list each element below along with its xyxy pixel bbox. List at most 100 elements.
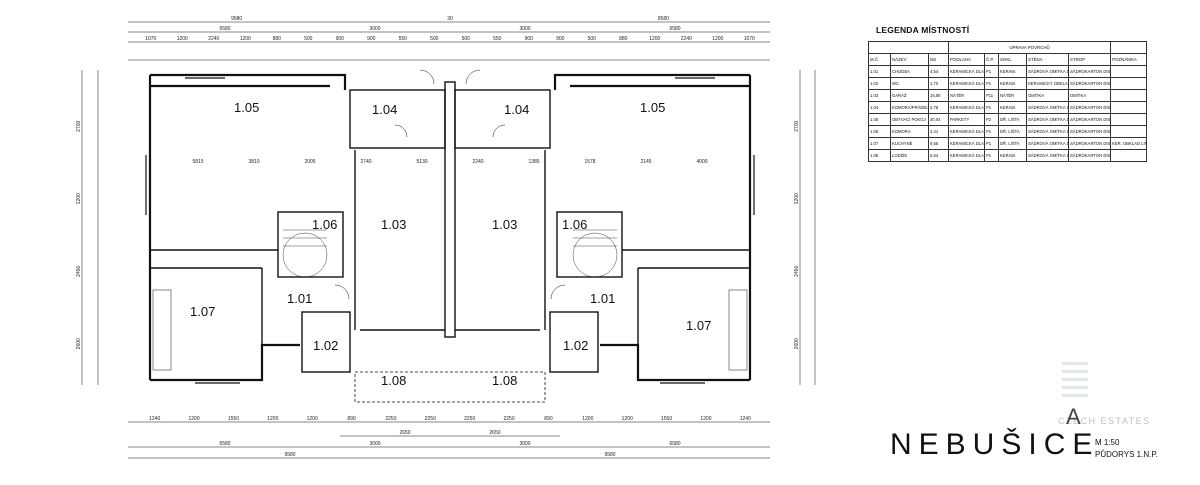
drawing-scale: M 1:50 xyxy=(1095,438,1120,447)
dimension-label: 6580 xyxy=(669,441,680,447)
dimension-label: 1200 xyxy=(189,416,200,422)
legend-column-header: M2 xyxy=(928,53,949,66)
legend-cell xyxy=(1110,77,1148,90)
legend-cell: DŘ. LIŠTA xyxy=(998,125,1027,138)
legend-cell: DŘ. LIŠTA xyxy=(998,137,1027,150)
dimension-label: 1200 xyxy=(267,416,278,422)
dimension-label: 1200 xyxy=(712,36,723,42)
legend-cell: SÁDROVÁ OMÍTKA DISP. NÁTĚR xyxy=(1026,125,1069,138)
legend-cell: 2,78 xyxy=(928,101,949,114)
legend-cell: SÁDROVÁ OMÍTKA DISP. NÁTĚR xyxy=(1026,137,1069,150)
room-label: 1.06 xyxy=(312,217,337,232)
dimension-label: 2240 xyxy=(681,36,692,42)
legend-cell: SÁDROVÁ OMÍTKA DISP. NÁTĚR xyxy=(1026,149,1069,162)
legend-cell: SÁDROVÁ OMÍTKA DISP. NÁTĚR xyxy=(1026,65,1069,78)
top-dimension-lines xyxy=(128,21,770,61)
legend-cell xyxy=(1110,125,1148,138)
legend-cell: NÁTĚR xyxy=(998,89,1027,102)
legend-cell xyxy=(1110,149,1148,162)
dimension-label: 2600 xyxy=(76,338,82,349)
legend-cell: 1.04 xyxy=(868,101,891,114)
dimension-label: 2005 xyxy=(304,159,315,165)
legend-cell: KER. OBKLAD LIN. LINKOU xyxy=(1110,137,1148,150)
dimension-label: 880 xyxy=(273,36,282,42)
room-label: 1.06 xyxy=(562,217,587,232)
room-label: 1.08 xyxy=(381,373,406,388)
dimension-label: 1200 xyxy=(240,36,251,42)
dimension-label: 9580 xyxy=(231,16,242,22)
legend-cell: SÁDROVÁ OMÍTKA DISP. NÁTĚR xyxy=(1026,113,1069,126)
dimension-label: 1200 xyxy=(177,36,188,42)
legend-cell: P1 xyxy=(984,149,999,162)
legend-cell: KERAMICKÁ DLAŽBA xyxy=(948,137,985,150)
dimension-label: 3000 xyxy=(519,26,530,32)
dimension-label: 1240 xyxy=(740,416,751,422)
dimension-label: 900 xyxy=(525,36,534,42)
legend-cell xyxy=(1110,65,1148,78)
legend-cell: KERAM. xyxy=(998,149,1027,162)
dimension-label: 550 xyxy=(399,36,408,42)
dimension-label: 6580 xyxy=(219,26,230,32)
legend-cell xyxy=(1110,89,1148,102)
dimension-label: 500 xyxy=(430,36,439,42)
dimension-label: 5130 xyxy=(416,159,427,165)
room-label: 1.01 xyxy=(590,291,615,306)
dimension-label: 500 xyxy=(588,36,597,42)
room-label: 1.07 xyxy=(686,318,711,333)
legend-cell: 16,06 xyxy=(928,89,949,102)
dimension-label: 1578 xyxy=(584,159,595,165)
legend-cell: P11 xyxy=(984,89,999,102)
staircase-right xyxy=(572,229,618,278)
legend-cell: 4,54 xyxy=(928,65,949,78)
legend-cell: 1.05 xyxy=(868,113,891,126)
interior-walls xyxy=(150,81,750,403)
legend-group-header: ÚPRAVA POVRCHŮ xyxy=(947,41,1112,54)
legend-cell: 1.08 xyxy=(868,149,891,162)
dimension-label: 6580 xyxy=(669,26,680,32)
room-label: 1.05 xyxy=(234,100,259,115)
dimension-label: 3000 xyxy=(519,441,530,447)
legend-cell: KERAM. xyxy=(998,101,1027,114)
door-swings xyxy=(334,69,566,300)
legend-cell: 30,04 xyxy=(928,113,949,126)
legend-cell: 1.02 xyxy=(868,77,891,90)
room-label: 1.08 xyxy=(492,373,517,388)
legend-cell: SÁDROKARTON DISP. NÁTĚR xyxy=(1067,149,1112,162)
dimension-label: 1550 xyxy=(661,416,672,422)
dimension-label: 2240 xyxy=(208,36,219,42)
dimension-label: 1200 xyxy=(582,416,593,422)
room-labels: 1.05 1.04 1.04 1.05 1.06 1.03 1.03 1.06 … xyxy=(190,100,711,388)
dimension-label: 1200 xyxy=(649,36,660,42)
dimension-label: 1240 xyxy=(149,416,160,422)
room-label: 1.04 xyxy=(504,102,529,117)
legend-cell: SÁDROVÁ OMÍTKA DISP. NÁTĚR xyxy=(1026,101,1069,114)
dimension-label: 1200 xyxy=(76,193,82,204)
sheet-name: PŮDORYS 1.N.P. xyxy=(1095,450,1158,459)
dimension-label: 2250 xyxy=(504,416,515,422)
dimension-label: 550 xyxy=(493,36,502,42)
legend-title: LEGENDA MÍSTNOSTÍ xyxy=(876,25,970,35)
dimension-label: 890 xyxy=(544,416,553,422)
legend-cell: OMÍTKA xyxy=(1067,89,1112,102)
dimension-label: 9580 xyxy=(284,452,295,458)
kitchen-counters xyxy=(152,289,748,371)
legend-cell: PARKETY xyxy=(948,113,985,126)
dimension-label: 2250 xyxy=(385,416,396,422)
legend-cell: P1 xyxy=(984,137,999,150)
room-label: 1.03 xyxy=(492,217,517,232)
legend-cell: SÁDROKARTON DISP. NÁTĚR xyxy=(1067,125,1112,138)
dimension-label: 2700 xyxy=(76,120,82,131)
dimension-label: 1385 xyxy=(528,159,539,165)
dimension-label: 1200 xyxy=(622,416,633,422)
